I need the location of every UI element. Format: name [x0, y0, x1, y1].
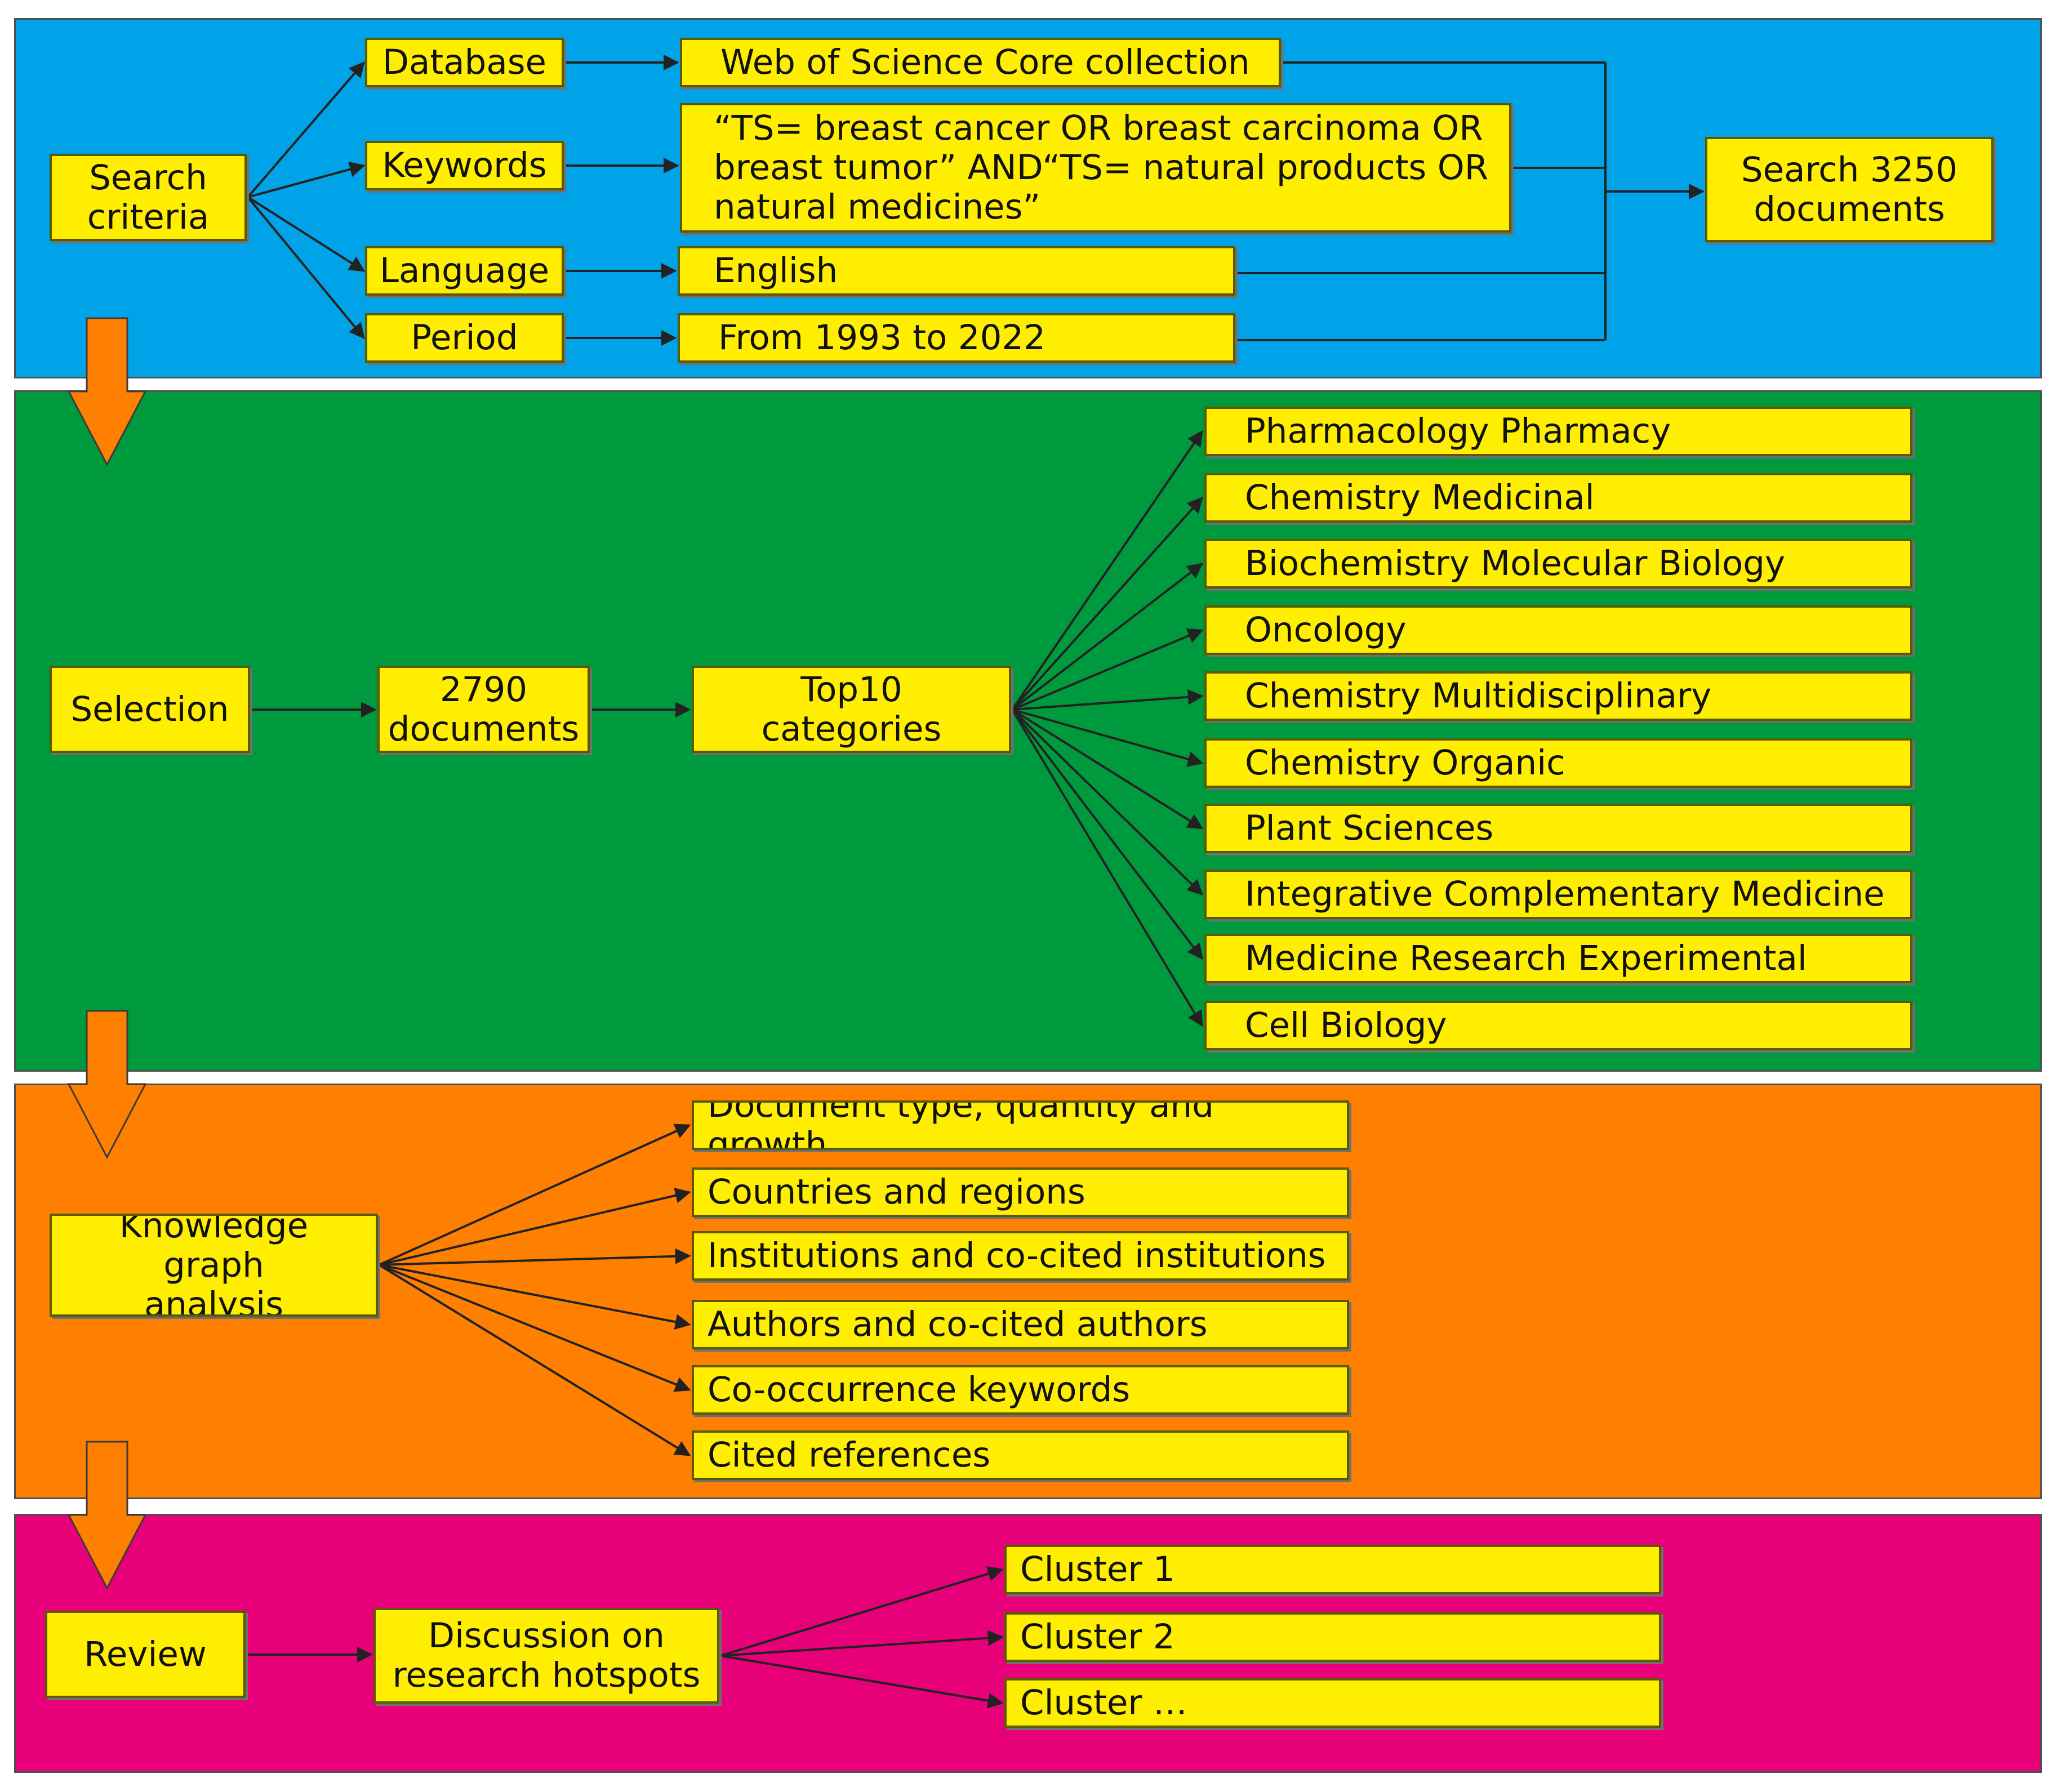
language-box: Language [365, 246, 564, 296]
connector-arrow [720, 1655, 1004, 1709]
connector-arrow [1011, 496, 1203, 711]
connector-arrow [247, 162, 366, 198]
documents-box: 2790 documents [377, 666, 590, 753]
connector-arrow [720, 1566, 1004, 1657]
flow-arrow [67, 317, 147, 467]
search-criteria-box: Search criteria [50, 154, 247, 241]
search-result-box: Search 3250 documents [1705, 137, 1994, 242]
connector-arrow [379, 1124, 691, 1266]
cluster-item: Cluster … [1004, 1678, 1661, 1728]
category-item: Medicine Research Experimental [1204, 934, 1912, 983]
connector-arrow [379, 1264, 691, 1392]
flow-arrow [67, 1010, 147, 1160]
connector-arrow [1011, 708, 1204, 830]
connector-arrow [378, 1264, 691, 1456]
connector-arrow [379, 1248, 691, 1266]
connector-arrow [1012, 628, 1204, 711]
keywords-value-box: “TS= breast cancer OR breast carcinoma O… [680, 103, 1511, 233]
analysis-item: Document type, quantity and growth [692, 1100, 1349, 1150]
connector-arrow [1012, 708, 1204, 767]
connector-arrow [379, 1188, 691, 1266]
discussion-box: Discussion on research hotspots [373, 1608, 719, 1704]
connector-arrow [247, 61, 365, 198]
connector-arrow [1011, 563, 1204, 711]
flow-arrow [67, 1441, 147, 1590]
review-box: Review [45, 1611, 246, 1698]
analysis-item: Institutions and co-cited institutions [692, 1231, 1349, 1281]
connector-arrow [1011, 430, 1203, 711]
analysis-item: Cited references [692, 1430, 1349, 1480]
category-item: Biochemistry Molecular Biology [1204, 539, 1912, 589]
category-item: Chemistry Multidisciplinary [1204, 671, 1912, 721]
category-item: Chemistry Organic [1204, 738, 1912, 788]
database-box: Database [365, 38, 564, 87]
connector-arrow [1011, 708, 1204, 895]
category-item: Chemistry Medicinal [1204, 473, 1912, 523]
database-value-box: Web of Science Core collection [680, 38, 1281, 87]
connector-arrow [379, 1264, 691, 1330]
cluster-item: Cluster 1 [1004, 1545, 1661, 1594]
category-item: Oncology [1204, 605, 1912, 655]
category-item: Cell Biology [1204, 1001, 1912, 1050]
category-item: Integrative Complementary Medicine [1204, 870, 1912, 919]
selection-box: Selection [50, 666, 250, 753]
top10-categories-box: Top10 categories [692, 666, 1011, 753]
analysis-item: Authors and co-cited authors [692, 1300, 1349, 1349]
keywords-box: Keywords [365, 141, 564, 190]
connector-arrow [1011, 708, 1203, 1027]
period-box: Period [365, 313, 564, 363]
period-value-box: From 1993 to 2022 [678, 313, 1235, 363]
cluster-item: Cluster 2 [1004, 1612, 1661, 1662]
connector-arrow [1012, 689, 1204, 711]
category-item: Pharmacology Pharmacy [1204, 407, 1912, 456]
connector-arrow [247, 196, 366, 272]
analysis-item: Countries and regions [692, 1167, 1349, 1217]
connector-arrow [247, 196, 365, 340]
connector-arrow [1011, 708, 1203, 960]
analysis-item: Co-occurrence keywords [692, 1365, 1349, 1415]
language-value-box: English [678, 246, 1235, 296]
connector-arrow [720, 1630, 1004, 1657]
knowledge-graph-box: Knowledge graph analysis [50, 1214, 378, 1317]
category-item: Plant Sciences [1204, 804, 1912, 853]
